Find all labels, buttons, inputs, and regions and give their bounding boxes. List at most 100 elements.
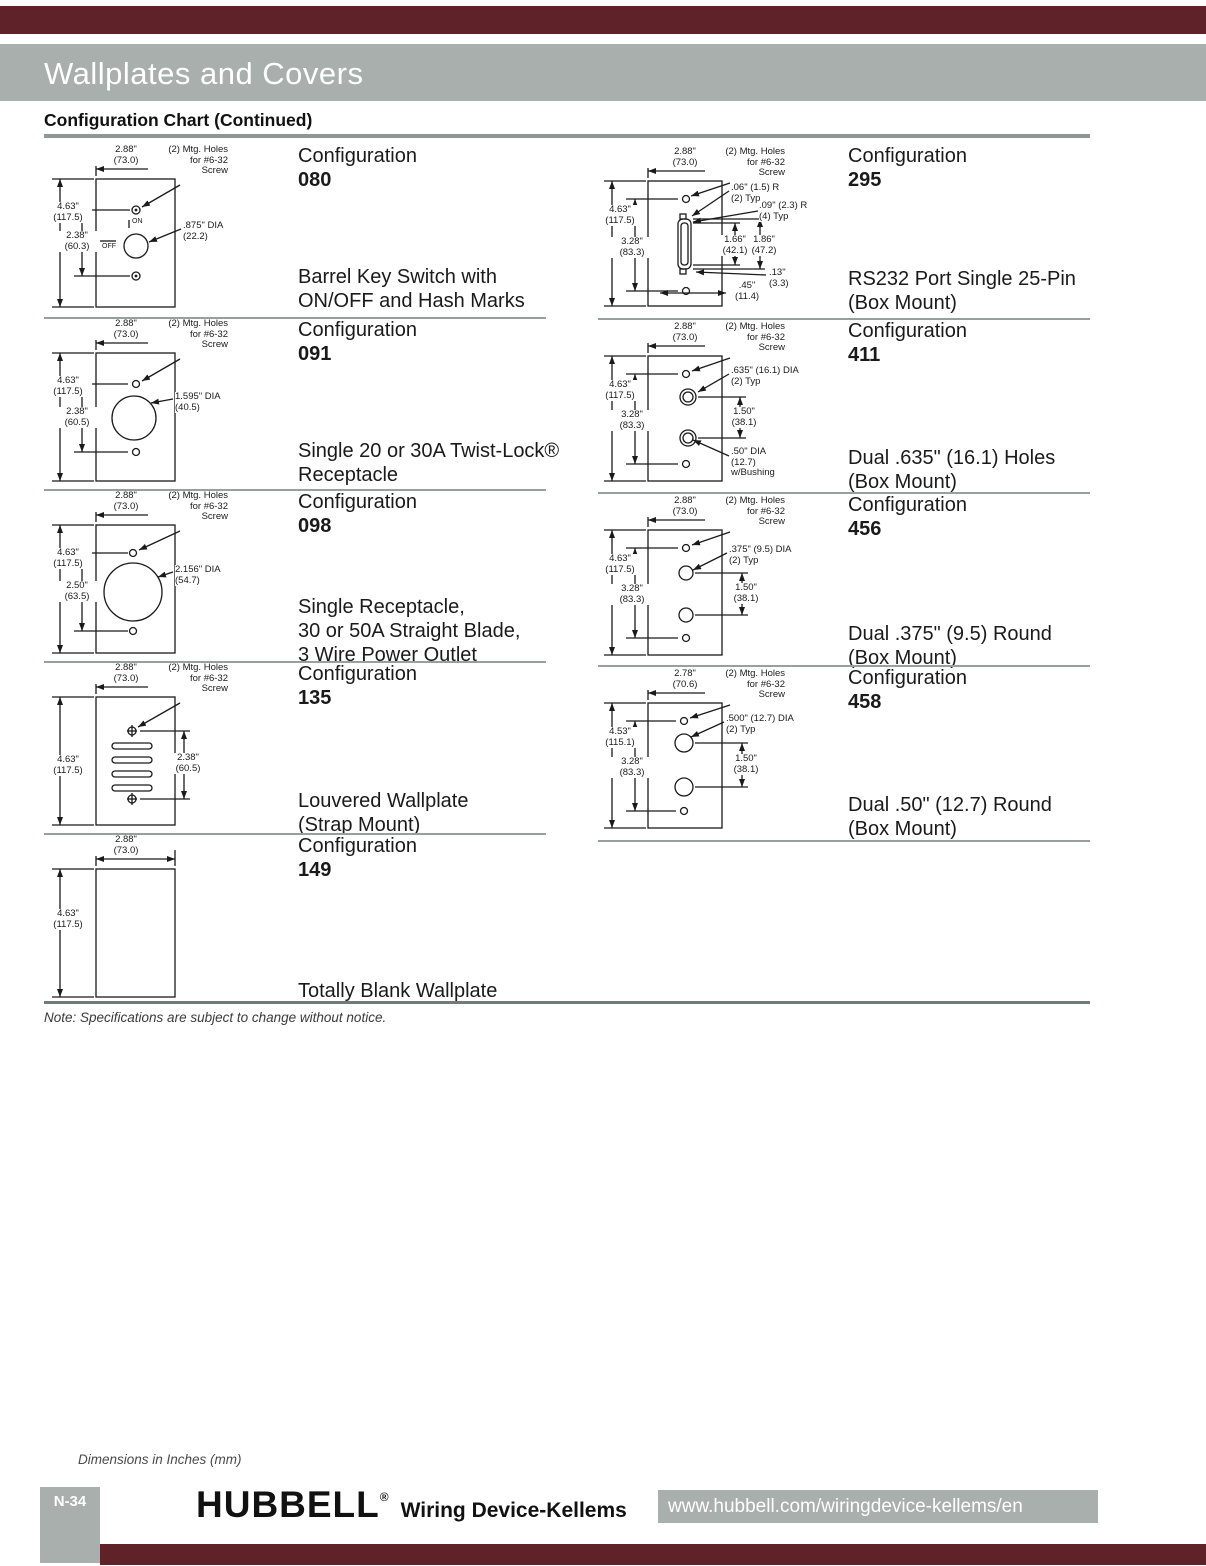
dim-inner-label: 3.28" (83.3) bbox=[610, 756, 654, 778]
config-295-row: 2.88" (73.0) (2) Mtg. Holes for #6-32 Sc… bbox=[598, 145, 1106, 318]
dim-height-label: 4.63" (117.5) bbox=[598, 204, 642, 226]
dim-inner-label: 2.38" (60.5) bbox=[54, 406, 100, 428]
dim-height-label: 4.63" (117.5) bbox=[44, 375, 92, 397]
divider bbox=[598, 318, 1090, 320]
wallplate-outline bbox=[647, 702, 723, 829]
divider bbox=[598, 492, 1090, 494]
configuration-description: Louvered Wallplate (Strap Mount) bbox=[298, 790, 469, 836]
configuration-number: 098 bbox=[298, 515, 332, 537]
dimensions-note: Dimensions in Inches (mm) bbox=[78, 1452, 242, 1467]
diameter-label: 2.156" DIA (54.7) bbox=[175, 564, 221, 586]
dim-150-label: 1.50" (38.1) bbox=[726, 406, 762, 428]
footer-url-bar: www.hubbell.com/wiringdevice-kellems/en bbox=[658, 1490, 1098, 1523]
config-411-diagram: 2.88" (73.0) (2) Mtg. Holes for #6-32 Sc… bbox=[598, 320, 848, 488]
configuration-description: Totally Blank Wallplate bbox=[298, 980, 498, 1002]
configuration-description: Single 20 or 30A Twist-Lock® Receptacle bbox=[298, 440, 560, 486]
specifications-note: Note: Specifications are subject to chan… bbox=[44, 1010, 387, 1025]
divider bbox=[44, 833, 546, 835]
configuration-description: RS232 Port Single 25-Pin (Box Mount) bbox=[848, 268, 1076, 314]
configuration-number: 091 bbox=[298, 343, 332, 365]
dim-width-label: 2.88" (73.0) bbox=[86, 834, 166, 856]
louver-slot bbox=[111, 756, 153, 764]
mtg-holes-label: (2) Mtg. Holes for #6-32 Screw bbox=[148, 662, 228, 695]
config-458-row: 2.78" (70.6) (2) Mtg. Holes for #6-32 Sc… bbox=[598, 667, 1106, 840]
diameter-label: 1.595" DIA (40.5) bbox=[175, 391, 221, 413]
page-number-tab: N-34 bbox=[40, 1487, 100, 1563]
round-hole bbox=[678, 607, 694, 623]
mtg-holes-label: (2) Mtg. Holes for #6-32 Screw bbox=[705, 668, 785, 701]
off-label: OFF bbox=[102, 243, 116, 251]
configuration-number: 458 bbox=[848, 691, 882, 713]
config-149-drawing bbox=[52, 850, 176, 998]
config-091-row: 2.88" (73.0) (2) Mtg. Holes for #6-32 Sc… bbox=[44, 318, 604, 492]
mtg-holes-label: (2) Mtg. Holes for #6-32 Screw bbox=[148, 490, 228, 523]
dim-height-label: 4.63" (117.5) bbox=[44, 201, 92, 223]
config-080-row: 2.88" (73.0) (2) Mtg. Holes for #6-32 Sc… bbox=[44, 144, 604, 318]
configuration-label: Configuration bbox=[848, 320, 967, 342]
dim-inner-label: 2.38" (60.5) bbox=[168, 752, 208, 774]
dim-150-label: 1.50" (38.1) bbox=[728, 582, 764, 604]
config-135-diagram: 2.88" (73.0) (2) Mtg. Holes for #6-32 Sc… bbox=[44, 662, 294, 831]
dim-inner-label: 3.28" (83.3) bbox=[610, 236, 654, 258]
registered-mark-icon: ® bbox=[379, 1490, 389, 1504]
divider bbox=[598, 665, 1090, 667]
divider bbox=[44, 661, 546, 663]
wallplate-outline bbox=[95, 868, 176, 998]
radius2-label: .09" (2.3) R (4) Typ bbox=[759, 200, 808, 222]
receptacle-hole bbox=[103, 562, 163, 622]
brand-logo: HUBBELL ® Wiring Device-Kellems bbox=[196, 1484, 627, 1526]
configuration-description: Dual .50" (12.7) Round (Box Mount) bbox=[848, 794, 1052, 840]
bottom-accent-bar bbox=[100, 1544, 1206, 1565]
diameter-label: .875" DIA (22.2) bbox=[183, 220, 224, 242]
divider bbox=[44, 134, 1090, 138]
bushing-label: .50" DIA (12.7) w/Bushing bbox=[731, 446, 775, 479]
config-135-row: 2.88" (73.0) (2) Mtg. Holes for #6-32 Sc… bbox=[44, 662, 604, 836]
configuration-number: 149 bbox=[298, 859, 332, 881]
round-hole bbox=[678, 565, 694, 581]
config-149-diagram: 2.88" (73.0) 4.63" (117.5) bbox=[44, 834, 294, 1003]
page-header-band: Wallplates and Covers bbox=[0, 44, 1206, 101]
divider bbox=[44, 1001, 1090, 1004]
top-accent-bar bbox=[0, 6, 1206, 34]
mtg-holes-label: (2) Mtg. Holes for #6-32 Screw bbox=[705, 321, 785, 354]
configuration-number: 411 bbox=[848, 344, 881, 366]
dim-width-label: 2.88" (73.0) bbox=[86, 144, 166, 166]
wallplate-outline bbox=[95, 352, 176, 482]
brand-wordmark: HUBBELL bbox=[196, 1484, 380, 1525]
footer-url: www.hubbell.com/wiringdevice-kellems/en bbox=[668, 1496, 1023, 1517]
divider bbox=[44, 317, 546, 319]
configuration-label: Configuration bbox=[298, 491, 417, 513]
config-149-row: 2.88" (73.0) 4.63" (117.5) Configuration… bbox=[44, 834, 604, 1008]
dim-width-label: 2.88" (73.0) bbox=[86, 662, 166, 684]
brand-suffix: Wiring Device-Kellems bbox=[400, 1499, 627, 1522]
louver-slot bbox=[111, 770, 153, 778]
configuration-label: Configuration bbox=[298, 835, 417, 857]
on-label: ON bbox=[132, 218, 143, 226]
dim-150-label: 1.50" (38.1) bbox=[728, 753, 764, 775]
louver-slot bbox=[111, 784, 153, 792]
mtg-holes-label: (2) Mtg. Holes for #6-32 Screw bbox=[705, 146, 785, 179]
config-295-diagram: 2.88" (73.0) (2) Mtg. Holes for #6-32 Sc… bbox=[598, 145, 848, 313]
config-456-diagram: 2.88" (73.0) (2) Mtg. Holes for #6-32 Sc… bbox=[598, 494, 848, 662]
dim-186-label: 1.86" (47.2) bbox=[748, 234, 780, 256]
diameter-label: .375" (9.5) DIA (2) Typ bbox=[729, 544, 792, 566]
dim-width-label: 2.88" (73.0) bbox=[86, 490, 166, 512]
configuration-description: Barrel Key Switch with ON/OFF and Hash M… bbox=[298, 266, 525, 312]
mtg-holes-label: (2) Mtg. Holes for #6-32 Screw bbox=[705, 495, 785, 528]
dim-inner-label: 2.38" (60.3) bbox=[54, 230, 100, 252]
configuration-number: 080 bbox=[298, 169, 332, 191]
dim-inner-label: 2.50" (63.5) bbox=[54, 580, 100, 602]
dim-45-label: .45" (11.4) bbox=[730, 280, 764, 302]
config-411-row: 2.88" (73.0) (2) Mtg. Holes for #6-32 Sc… bbox=[598, 320, 1106, 493]
divider bbox=[598, 840, 1090, 842]
receptacle-hole bbox=[111, 395, 157, 441]
page-number: N-34 bbox=[53, 1493, 87, 1510]
wallplate-outline bbox=[95, 696, 176, 826]
configuration-description: Dual .375" (9.5) Round (Box Mount) bbox=[848, 623, 1052, 669]
wallplate-outline bbox=[647, 355, 723, 482]
key-switch-hole bbox=[123, 233, 149, 259]
config-098-row: 2.88" (73.0) (2) Mtg. Holes for #6-32 Sc… bbox=[44, 490, 604, 666]
diameter-label: .635" (16.1) DIA (2) Typ bbox=[731, 365, 799, 387]
diameter-label: .500" (12.7) DIA (2) Typ bbox=[726, 713, 794, 735]
